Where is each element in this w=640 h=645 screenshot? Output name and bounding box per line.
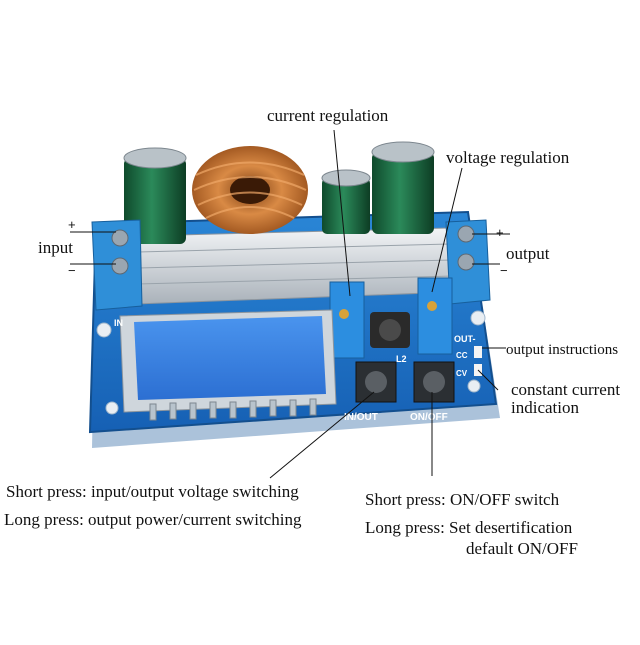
lcd-display [119, 309, 337, 421]
in-out-silk: IN/OUT [344, 412, 378, 423]
toroid-inductor [192, 146, 308, 234]
left-long-press-label: Long press: output power/current switchi… [4, 510, 302, 529]
in-silk: IN [114, 318, 123, 328]
right-long-press-default-label: default ON/OFF [466, 539, 578, 558]
right-long-press-label: Long press: Set desertification [365, 518, 573, 537]
l2-label: L2 [396, 354, 407, 364]
inductor-l2: L2 [370, 312, 410, 364]
output-label: output [506, 244, 550, 263]
current-regulation-label: current regulation [267, 106, 389, 125]
capacitor-right [371, 141, 435, 234]
terminal-input [91, 219, 143, 311]
potentiometer-voltage [417, 277, 453, 355]
callout-lines [70, 129, 510, 479]
cv-silk: CV [456, 369, 468, 378]
input-minus-sign: − [68, 263, 76, 278]
input-label: input [38, 238, 73, 257]
on-off-button: ON/OFF [410, 361, 455, 423]
output-minus-sign: − [500, 263, 508, 278]
terminal-output [445, 219, 491, 305]
out-silk: OUT- [454, 334, 476, 344]
indication-label: indication [511, 398, 579, 417]
output-instructions-label: output instructions [506, 342, 619, 358]
output-plus-sign: + [496, 225, 504, 240]
constant-current-label: constant current [511, 380, 621, 399]
potentiometer-current [329, 281, 365, 359]
left-short-press-label: Short press: input/output voltage switch… [6, 482, 299, 501]
input-plus-sign: + [68, 217, 76, 232]
right-short-press-label: Short press: ON/OFF switch [365, 490, 560, 509]
cc-silk: CC [456, 351, 468, 360]
in-out-button: IN/OUT [344, 361, 397, 423]
on-off-silk: ON/OFF [410, 412, 448, 423]
voltage-regulation-label: voltage regulation [446, 148, 570, 167]
capacitor-middle [321, 169, 371, 234]
model-silk: Zk-SJVA-4C [380, 426, 437, 437]
